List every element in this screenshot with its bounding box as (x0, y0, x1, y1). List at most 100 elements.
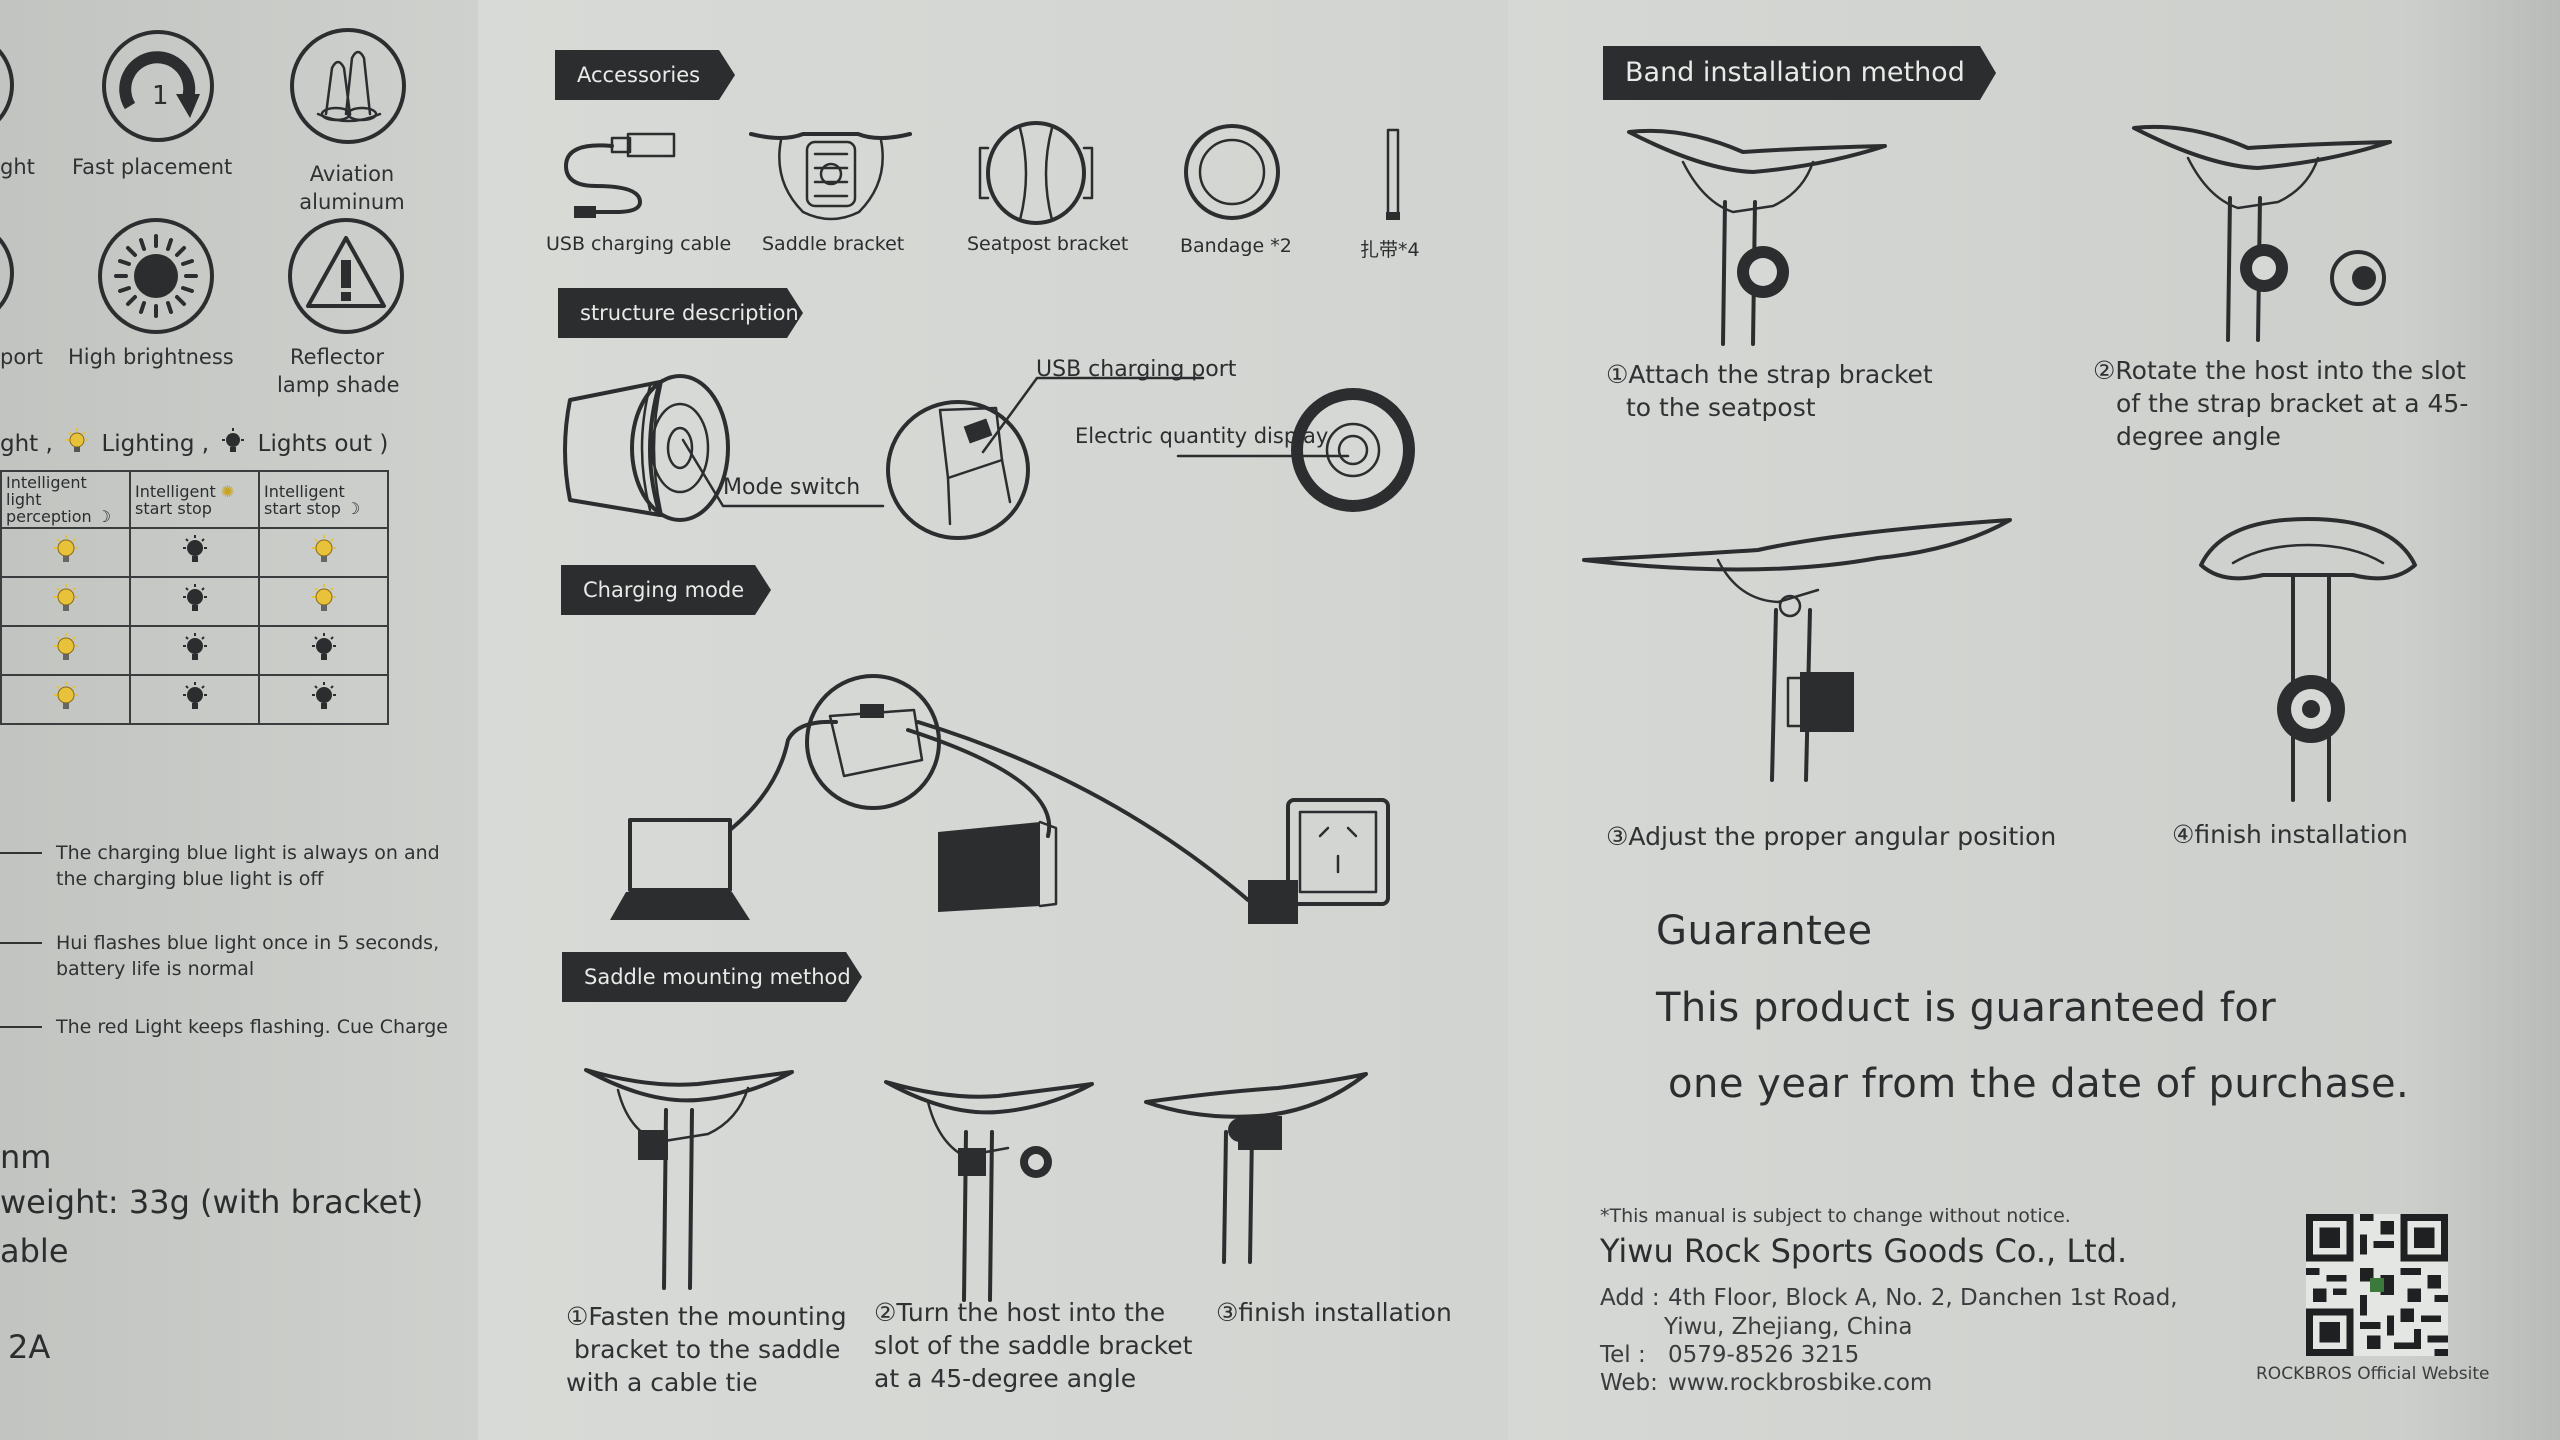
table-cell (258, 576, 389, 627)
notice-text: *This manual is subject to change withou… (1600, 1205, 2071, 1227)
cable-tie-icon (1386, 128, 1400, 220)
feature-label: port (0, 345, 44, 369)
bulb-off-icon (182, 681, 207, 709)
band-step-text: ②Rotate the host into the slot (2093, 356, 2466, 385)
feature-label: Reflector (290, 345, 384, 369)
charging-diagram (610, 674, 1390, 924)
band-step-text: ④finish installation (2172, 820, 2408, 849)
usb-cable-icon (564, 132, 676, 218)
legend-lighting: Lighting , (101, 431, 210, 457)
usb-port-label: USB charging port (1036, 357, 1237, 382)
saddle-step-text: ③finish installation (1216, 1298, 1452, 1327)
tel-value: 0579-8526 3215 (1668, 1342, 1860, 1368)
saddle-title: Saddle mounting method (562, 952, 862, 1002)
guarantee-title: Guarantee (1656, 908, 1873, 954)
table-cell (0, 576, 131, 627)
feature-label: Fast placement (72, 155, 233, 179)
band-step-text: ①Attach the strap bracket (1606, 360, 1933, 389)
table-header-cell: Intelligent ✺start stop (129, 470, 260, 529)
feature-label: Aviation (309, 162, 395, 186)
bulb-on-icon (311, 534, 336, 562)
table-body (0, 527, 389, 725)
charging-note: Hui flashes blue light once in 5 seconds… (0, 930, 460, 986)
spec-line: nm (0, 1138, 52, 1176)
electric-display-leader (1176, 454, 1350, 458)
accessory-label: Seatpost bracket (967, 233, 1129, 255)
moon-icon: ☽ (346, 498, 361, 518)
table-cell (258, 527, 389, 578)
table-cell (258, 674, 389, 725)
address-line: Yiwu, Zhejiang, China (1664, 1314, 1913, 1340)
accessory-label: Saddle bracket (762, 233, 905, 255)
aviation-aluminum-icon (290, 28, 406, 144)
bulb-on-icon (53, 632, 78, 660)
left-panel: ght 1 Fast placement Aviation aluminum p… (0, 0, 478, 1440)
band-step-text: ③Adjust the proper angular position (1606, 822, 2057, 851)
table-cell (258, 625, 389, 676)
table-row (0, 576, 389, 627)
table-row (0, 674, 389, 725)
structure-title: structure description (558, 288, 803, 338)
bulb-off-icon (311, 632, 336, 660)
saddle-step-3-drawing (1144, 1072, 1368, 1264)
web-link[interactable]: www.rockbrosbike.com (1668, 1370, 1933, 1396)
feature-label: lamp shade (277, 373, 400, 397)
band-step-text: of the strap bracket at a 45- (2116, 389, 2469, 418)
band-step-3-drawing (1582, 518, 2012, 782)
middle-panel: Accessories USB charging cable Saddle br… (478, 0, 1508, 1440)
light-legend: ght , Lighting , Lights out ) (0, 428, 388, 457)
band-title: Band installation method (1603, 46, 1996, 100)
guarantee-line: This product is guaranteed for (1656, 985, 2277, 1031)
taillight-side-view (563, 374, 730, 522)
band-step-text: degree angle (2116, 422, 2281, 451)
taillight-rear-view (886, 400, 1030, 540)
address-line: 4th Floor, Block A, No. 2, Danchen 1st R… (1668, 1285, 2178, 1311)
saddle-step-text: with a cable tie (566, 1368, 758, 1397)
display-front-view (1291, 388, 1415, 512)
band-step-1-drawing (1627, 128, 1887, 346)
seatpost-bracket-icon (978, 121, 1094, 225)
feature-label: High brightness (68, 345, 234, 369)
spec-line: 2A (8, 1328, 51, 1366)
band-step-4-drawing (2199, 517, 2417, 802)
saddle-step-text: slot of the saddle bracket (874, 1331, 1193, 1360)
saddle-step-2-drawing (884, 1080, 1094, 1302)
accessory-label: Bandage *2 (1180, 235, 1292, 257)
spec-line: able (0, 1232, 69, 1270)
feature-label: aluminum (299, 190, 405, 214)
qr-code-icon[interactable] (2302, 1214, 2452, 1356)
feature-label: ght (0, 155, 35, 179)
charging-note: The charging blue light is always on and… (0, 840, 460, 896)
table-cell (129, 625, 260, 676)
table-row (0, 625, 389, 676)
bulb-on-icon (66, 428, 89, 452)
warning-triangle-icon (288, 218, 404, 334)
saddle-step-text: bracket to the saddle (574, 1335, 841, 1364)
tel-label: Tel : (1600, 1342, 1646, 1368)
accessory-label: USB charging cable (546, 233, 732, 255)
right-panel: Band installation method ①Attach the str… (1508, 0, 2560, 1440)
usb-port-icon (0, 236, 14, 310)
spec-line: weight: 33g (with bracket) (0, 1183, 424, 1221)
qr-caption: ROCKBROS Official Website (2256, 1364, 2490, 1384)
bulb-on-icon (53, 534, 78, 562)
band-step-2-drawing (2132, 124, 2392, 342)
bulb-on-icon (311, 583, 336, 611)
band-step-text: to the seatpost (1626, 393, 1816, 422)
fast-placement-icon: 1 (102, 30, 214, 142)
bulb-off-icon (182, 632, 207, 660)
high-brightness-icon (98, 218, 214, 334)
legend-prefix: ght , (0, 431, 53, 457)
bulb-on-icon (53, 681, 78, 709)
mode-switch-leader (681, 438, 885, 508)
bulb-off-icon (222, 428, 245, 452)
saddle-step-text: ②Turn the host into the (874, 1298, 1166, 1327)
saddle-step-1-drawing (584, 1068, 794, 1290)
table-cell (129, 674, 260, 725)
bandage-icon (1184, 124, 1280, 220)
sun-icon: ✺ (220, 481, 235, 501)
saddle-step-text: at a 45-degree angle (874, 1364, 1137, 1393)
